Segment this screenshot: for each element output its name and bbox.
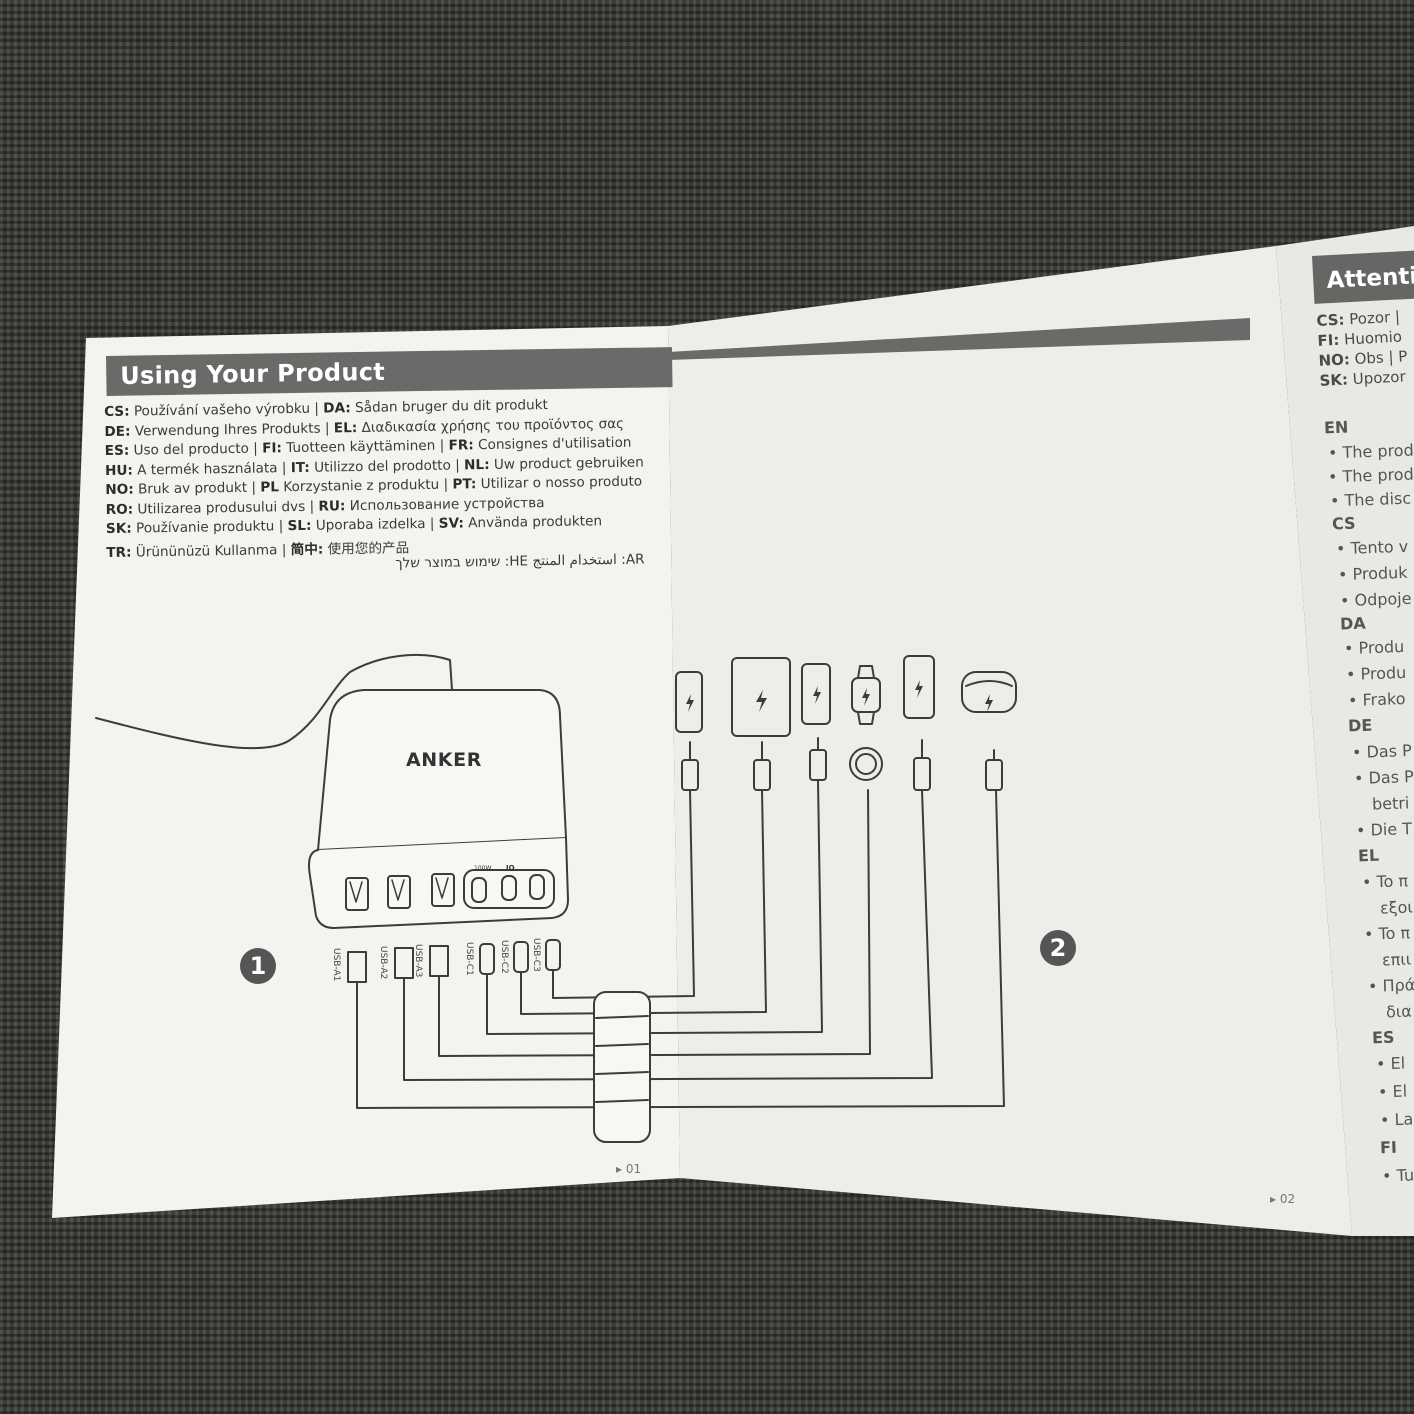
device-plug — [681, 759, 699, 791]
phone-icon — [903, 655, 935, 719]
page-number-text: 02 — [1279, 1192, 1296, 1206]
port-label-c1: USB-C1 — [464, 942, 474, 976]
port-label-a2: USB-A2 — [378, 946, 388, 979]
usb-c-port-group — [463, 869, 555, 909]
section-code-cs: CS — [1331, 513, 1356, 534]
phone-icon — [801, 663, 831, 725]
watch-icon — [851, 677, 881, 713]
lang-code: SK: — [1319, 370, 1349, 390]
list-item: • Produk — [1337, 562, 1408, 585]
phone-icon — [675, 671, 703, 733]
lang-text: Pozor | — [1344, 307, 1401, 329]
lang-text: Obs | P — [1349, 347, 1408, 369]
earbuds-case-icon — [961, 671, 1017, 713]
page-number-text: 01 — [625, 1162, 642, 1176]
cable-a2 — [403, 789, 933, 1081]
list-item-continued: επιι — [1381, 949, 1412, 970]
port-label-c2: USB-C2 — [499, 940, 509, 974]
list-item-continued: betri — [1371, 793, 1410, 814]
list-item-continued: εξοι — [1379, 897, 1414, 918]
third-page-header-lines: CS: Pozor | FI: Huomio NO: Obs | P SK: U… — [1316, 306, 1414, 392]
list-item: • To π — [1361, 871, 1409, 892]
page-arrow-icon: ▸ — [1270, 1192, 1280, 1206]
cable-a3 — [438, 789, 871, 1057]
page-arrow-icon: ▸ — [616, 1162, 626, 1176]
lang-code: FI: — [1317, 330, 1340, 350]
usb-c-plug — [479, 943, 495, 975]
usb-c-plug — [513, 941, 529, 973]
list-item: • La — [1379, 1109, 1414, 1130]
list-item: • Die T — [1355, 819, 1413, 840]
usb-a-port — [431, 873, 455, 907]
charging-bolt-icon — [756, 690, 767, 712]
section-code-fi: FI — [1379, 1137, 1398, 1158]
list-item: • The disc — [1329, 488, 1412, 511]
list-item: • El — [1377, 1081, 1408, 1102]
cable-c1 — [486, 779, 823, 1035]
section-code-el: EL — [1357, 845, 1380, 866]
list-item: • Das P — [1353, 766, 1414, 789]
list-item: • The prod — [1327, 440, 1414, 463]
usb-c-port — [501, 875, 517, 901]
charging-bolt-icon — [813, 686, 821, 704]
charger-front — [308, 837, 569, 929]
charging-bolt-icon — [862, 688, 870, 706]
section-code-es: ES — [1371, 1027, 1395, 1048]
brand-logo: ANKER — [406, 749, 482, 771]
list-item: • Produ — [1343, 636, 1405, 659]
section-code-de: DE — [1347, 715, 1373, 736]
lang-text: Huomio — [1338, 327, 1403, 349]
port-marking-iq: IQ — [506, 864, 515, 872]
step-number-2: 2 — [1040, 930, 1076, 966]
cable-a1 — [356, 789, 1005, 1109]
usb-c-port — [471, 877, 487, 903]
list-item: • The prod — [1327, 464, 1414, 487]
list-item: • Frako — [1347, 689, 1406, 710]
watch-charger-puck — [849, 747, 883, 781]
tablet-icon — [731, 657, 791, 737]
charger-body — [317, 689, 567, 851]
cable-organizer — [593, 991, 651, 1143]
device-plug — [985, 759, 1003, 791]
usb-c-port — [529, 874, 545, 900]
device-plug — [809, 749, 827, 781]
charging-bolt-icon — [915, 680, 923, 698]
device-plug — [913, 757, 931, 791]
section-code-en: EN — [1323, 417, 1349, 438]
usb-a-plug — [394, 947, 414, 979]
cable-c3 — [552, 789, 695, 999]
lang-code: CS: — [1316, 310, 1345, 330]
page-number-left: ▸ 01 — [616, 1162, 641, 1176]
step-number-1: 1 — [240, 948, 276, 984]
usb-a-port — [345, 877, 369, 911]
third-page-title: Attenti — [1326, 263, 1414, 294]
lang-code: NO: — [1318, 350, 1351, 370]
port-marking-100w: 100W — [474, 865, 491, 872]
power-cable — [95, 653, 453, 750]
page-number-right: ▸ 02 — [1270, 1192, 1295, 1206]
list-item: • El — [1375, 1053, 1406, 1074]
port-label-a3: USB-A3 — [413, 944, 423, 977]
usb-c-plug — [545, 939, 561, 971]
lang-text: Upozor — [1347, 367, 1407, 389]
port-label-c3: USB-C3 — [531, 938, 541, 972]
list-item: • To π — [1363, 923, 1411, 944]
usb-a-plug — [429, 945, 449, 977]
list-item: • Tento v — [1335, 536, 1409, 559]
list-item: • Das P — [1351, 740, 1413, 763]
usb-a-plug — [347, 951, 367, 983]
charging-bolt-icon — [985, 694, 993, 712]
usb-a-port — [387, 875, 411, 909]
port-label-a1: USB-A1 — [331, 948, 341, 981]
section-code-da: DA — [1339, 613, 1366, 634]
list-item: • Odpoje — [1339, 588, 1412, 611]
list-item: • Produ — [1345, 662, 1407, 685]
charging-bolt-icon — [686, 694, 694, 712]
list-item-continued: δια — [1385, 1001, 1413, 1022]
device-plug — [753, 759, 771, 791]
list-item: • Πρά — [1367, 975, 1414, 996]
list-item: • Tu — [1381, 1165, 1414, 1186]
